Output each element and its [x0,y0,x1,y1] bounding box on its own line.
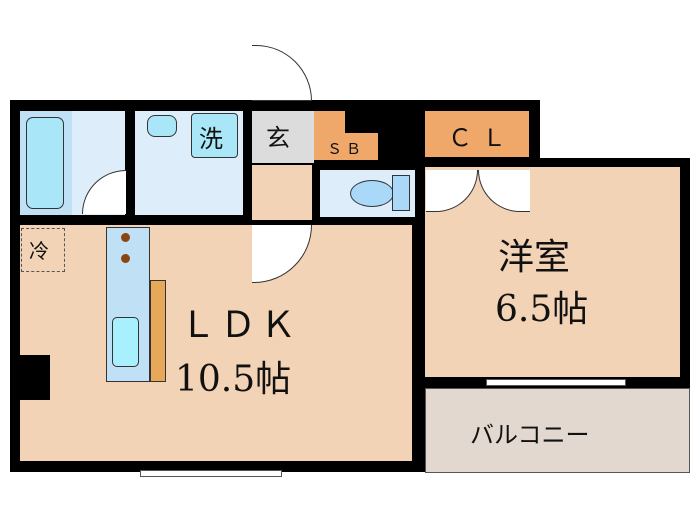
sink-icon [147,115,177,137]
washer-label: 洗 [199,125,223,153]
entrance-label: 玄 [266,124,290,152]
toilet-tank-icon [392,175,410,211]
toilet-bowl-icon [350,180,394,207]
stove-burner-icon [121,254,130,263]
kitchen-cabinet [150,280,166,382]
western-room [425,167,680,377]
entrance-area [252,111,314,163]
shoe-box-label: ＳＢ [327,140,366,158]
front-door-icon [252,45,312,101]
kitchen-sink-icon [112,317,139,367]
stove-burner-icon [121,233,130,242]
shoe-box-notch [345,111,378,133]
ldk-label: ＬＤＫ [180,305,301,346]
ldk-pillar [20,355,50,400]
fridge-label: 冷 [29,239,49,263]
ldk-room [20,225,412,461]
closet-label: ＣＬ [448,124,516,152]
bathtub-icon [26,117,64,209]
entry-floor [252,165,312,220]
ldk-size: 10.5帖 [175,359,292,400]
balcony [425,388,690,473]
closet [425,111,529,157]
fridge-space [21,228,65,272]
western-room-label: 洋室 [498,237,571,278]
washer-box [191,113,238,158]
balcony-label: バルコニー [470,421,590,449]
western-room-size: 6.5帖 [495,289,589,330]
ldk-window [140,470,282,477]
western-window [486,379,626,386]
